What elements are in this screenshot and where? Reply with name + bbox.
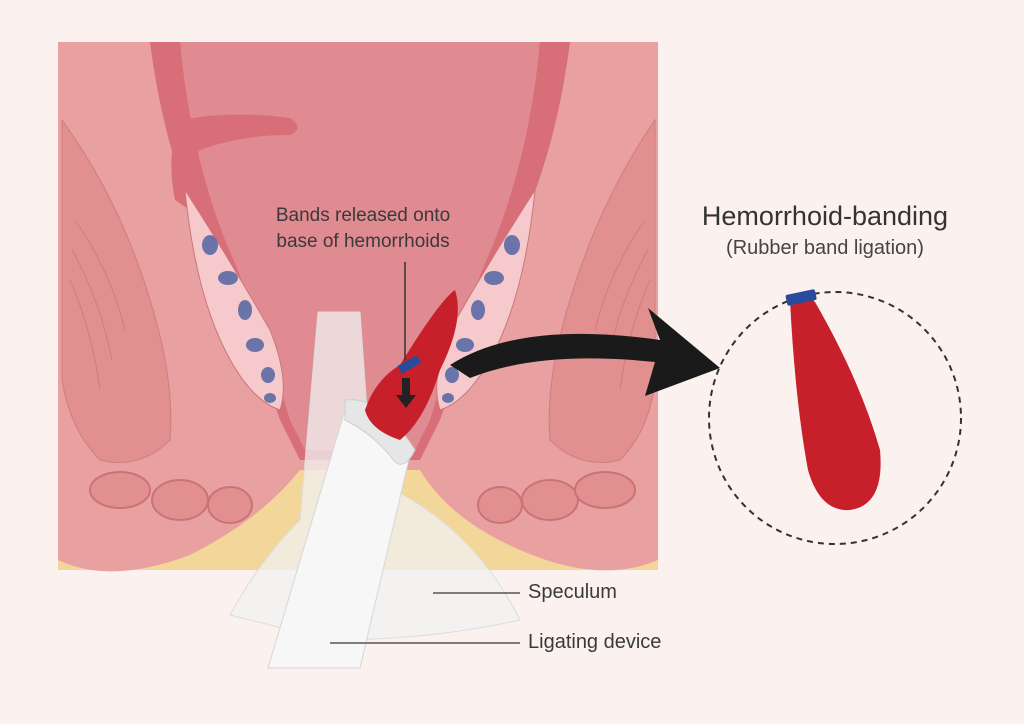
curved-arrow-icon <box>450 308 720 396</box>
right-sphincter-muscle <box>548 118 656 463</box>
rubber-band <box>397 355 422 374</box>
banded-hemorrhoid-band <box>785 289 817 306</box>
speculum-label: Speculum <box>528 581 617 603</box>
down-arrow-icon <box>396 378 416 408</box>
callout-label: Bands released onto base of hemorrhoids <box>253 203 473 255</box>
muscle-striations <box>69 219 651 391</box>
ligating-device-label: Ligating device <box>528 631 662 653</box>
diagram-title: Hemorrhoid-banding <box>701 201 949 231</box>
zoom-circle <box>708 291 962 545</box>
callout-line-1: Bands released onto <box>275 205 451 226</box>
vein-spots <box>202 235 520 403</box>
banded-hemorrhoid <box>790 295 881 511</box>
left-sphincter-muscle <box>61 118 172 463</box>
rectal-fold <box>171 114 298 210</box>
callout-line-2: base of hemorrhoids <box>276 231 450 252</box>
anal-tissue-lobes <box>89 471 636 524</box>
diagram-subtitle: (Rubber band ligation) <box>726 237 924 259</box>
